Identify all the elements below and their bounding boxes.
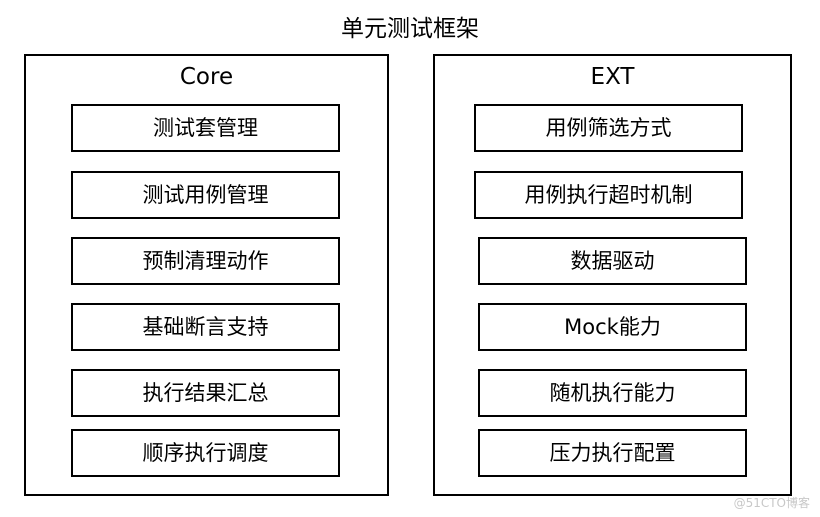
core-item-test-case-management: 测试用例管理 [71, 171, 340, 219]
core-item-test-suite-management: 测试套管理 [71, 104, 340, 152]
core-item-setup-teardown: 预制清理动作 [71, 237, 340, 285]
ext-panel-title: EXT [590, 64, 635, 90]
ext-item-data-driven: 数据驱动 [478, 237, 747, 285]
core-item-basic-assertions: 基础断言支持 [71, 303, 340, 351]
core-item-result-summary: 执行结果汇总 [71, 369, 340, 417]
core-panel: Core [24, 54, 389, 496]
diagram-title: 单元测试框架 [341, 16, 479, 42]
ext-panel: EXT [433, 54, 792, 496]
ext-item-mock: Mock能力 [478, 303, 747, 351]
ext-item-case-timeout: 用例执行超时机制 [474, 171, 743, 219]
ext-item-case-filtering: 用例筛选方式 [474, 104, 743, 152]
ext-item-random-execution: 随机执行能力 [478, 369, 747, 417]
watermark: @51CTO博客 [733, 496, 810, 510]
ext-item-stress-config: 压力执行配置 [478, 429, 747, 477]
core-panel-title: Core [179, 64, 234, 90]
core-item-sequential-scheduling: 顺序执行调度 [71, 429, 340, 477]
